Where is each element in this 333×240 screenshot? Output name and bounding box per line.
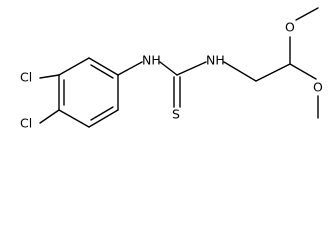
ch2-to-ch-bond [255, 63, 291, 82]
carbon-to-nh-bond [176, 61, 207, 76]
ring-bond-1 [88, 57, 119, 76]
ring-bond-4 [58, 109, 90, 128]
sulfur-label: S [172, 107, 180, 122]
ring-double-bond-2 [90, 106, 114, 121]
ch-to-o-bottom-bond [289, 63, 317, 80]
nh-left-label: NH [142, 53, 161, 68]
ring-bond-6 [58, 57, 90, 76]
oxygen-bottom-label: O [313, 80, 323, 95]
nh-to-ch2-bond [223, 61, 257, 82]
nh-to-carbon-bond [159, 61, 178, 76]
oxygen-top-label: O [285, 20, 295, 35]
chlorine-bottom-label: Cl [20, 116, 32, 131]
cl-bottom-bond [39, 109, 60, 124]
ring-bond-3 [88, 109, 119, 128]
benzene-ring [58, 57, 119, 128]
nh-right-label: NH [206, 53, 225, 68]
o-top-to-methyl-bond [295, 7, 319, 21]
ring-to-nh-bond [117, 61, 143, 76]
ring-double-bond-1 [90, 64, 114, 79]
cl-top-bond [39, 74, 60, 79]
chlorine-top-label: Cl [20, 70, 32, 85]
chemical-structure-diagram: Cl Cl NH NH S O O [20, 7, 323, 131]
